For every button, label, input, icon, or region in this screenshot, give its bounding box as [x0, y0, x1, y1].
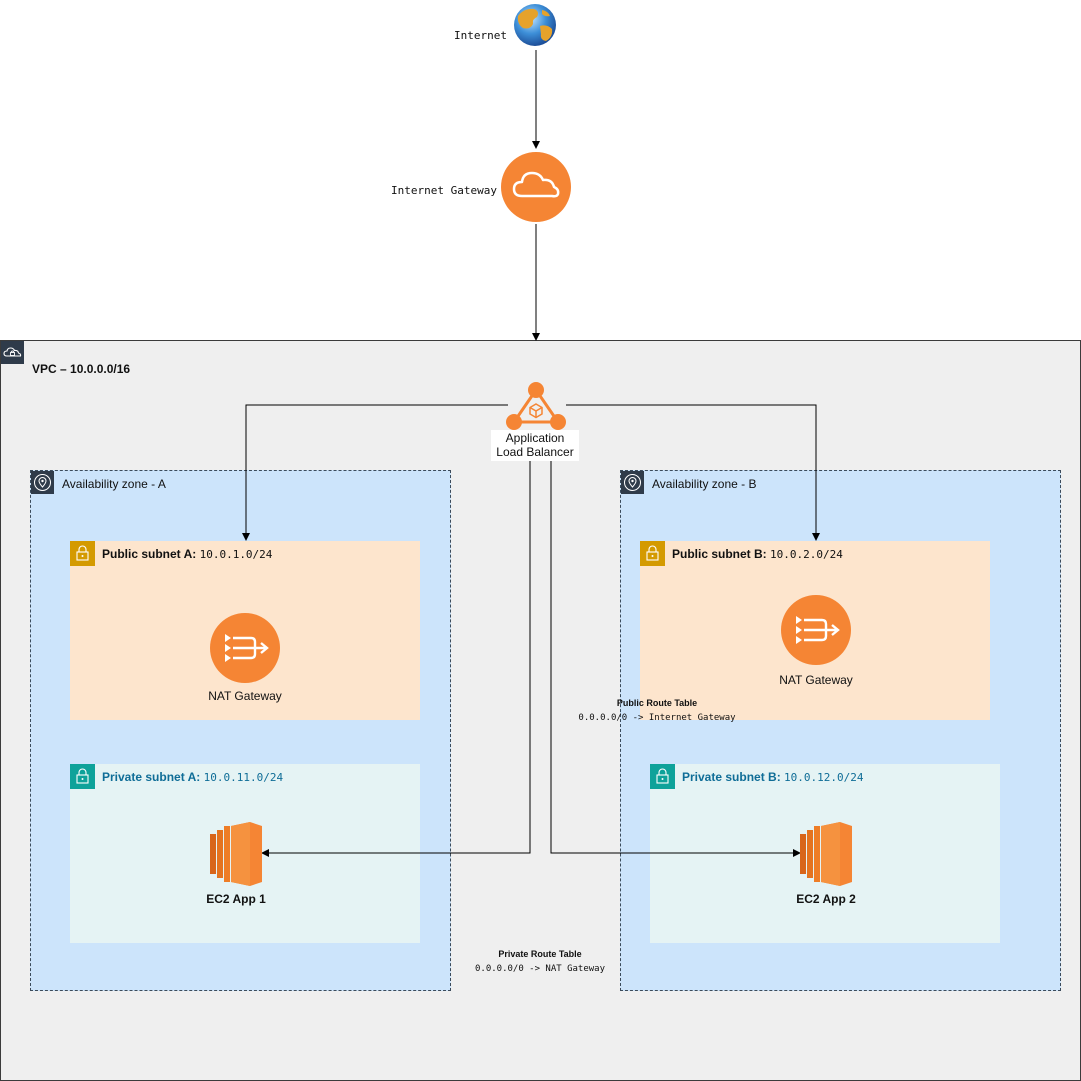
subnet-cidr: 10.0.2.0/24 [770, 548, 843, 561]
private-subnet-b-label: Private subnet B: 10.0.12.0/24 [682, 770, 864, 784]
subnet-name: Public subnet A: [102, 547, 197, 561]
cloud-icon [500, 151, 572, 228]
padlock-icon [650, 764, 675, 789]
vpc-label: VPC – 10.0.0.0/16 [32, 362, 131, 376]
private-subnet-a-label: Private subnet A: 10.0.11.0/24 [102, 770, 283, 784]
subnet-name: Private subnet A: [102, 770, 201, 784]
subnet-cidr: 10.0.12.0/24 [784, 771, 864, 784]
connector-alb-to-public-subnet-a [242, 404, 508, 541]
padlock-icon [70, 764, 95, 789]
connector-alb-to-public-subnet-b [566, 404, 820, 541]
availability-zone-b-label: Availability zone - B [652, 477, 757, 491]
nat-gateway-b-label: NAT Gateway [779, 673, 853, 687]
public-route-table-rule: 0.0.0.0/0 -> Internet Gateway [578, 713, 736, 723]
vpc-cloud-lock-icon [1, 341, 24, 364]
ec2-instance-icon [800, 822, 852, 891]
connector-alb-to-ec2-app-2 [550, 460, 801, 857]
subnet-name: Public subnet B: [672, 547, 767, 561]
globe-icon [512, 2, 558, 53]
connector-alb-to-ec2-app-1 [261, 460, 531, 857]
subnet-cidr: 10.0.11.0/24 [203, 771, 284, 784]
padlock-icon [640, 541, 665, 566]
location-pin-icon [31, 471, 54, 494]
internet-label: Internet [454, 29, 507, 42]
load-balancer-icon [504, 380, 568, 435]
nat-gateway-icon [780, 594, 852, 671]
padlock-icon [70, 541, 95, 566]
internet-gateway-label: Internet Gateway [391, 184, 497, 197]
nat-gateway-icon [209, 612, 281, 689]
location-pin-icon [621, 471, 644, 494]
public-subnet-a-label: Public subnet A: 10.0.1.0/24 [102, 547, 272, 561]
ec2-instance-icon [210, 822, 262, 891]
ec2-app-1-label: EC2 App 1 [206, 892, 266, 906]
private-route-table-title: Private Route Table [498, 949, 582, 959]
load-balancer-label-line2: Load Balancer [496, 445, 574, 459]
availability-zone-a-label: Availability zone - A [62, 477, 166, 491]
nat-gateway-a-label: NAT Gateway [208, 689, 282, 703]
public-route-table-title: Public Route Table [616, 698, 698, 708]
public-subnet-b-label: Public subnet B: 10.0.2.0/24 [672, 547, 843, 561]
private-route-table-rule: 0.0.0.0/0 -> NAT Gateway [474, 964, 606, 974]
load-balancer-label-line1: Application [505, 431, 565, 445]
subnet-cidr: 10.0.1.0/24 [199, 548, 273, 561]
subnet-name: Private subnet B: [682, 770, 781, 784]
ec2-app-2-label: EC2 App 2 [796, 892, 856, 906]
load-balancer-label: Application Load Balancer [491, 430, 579, 461]
